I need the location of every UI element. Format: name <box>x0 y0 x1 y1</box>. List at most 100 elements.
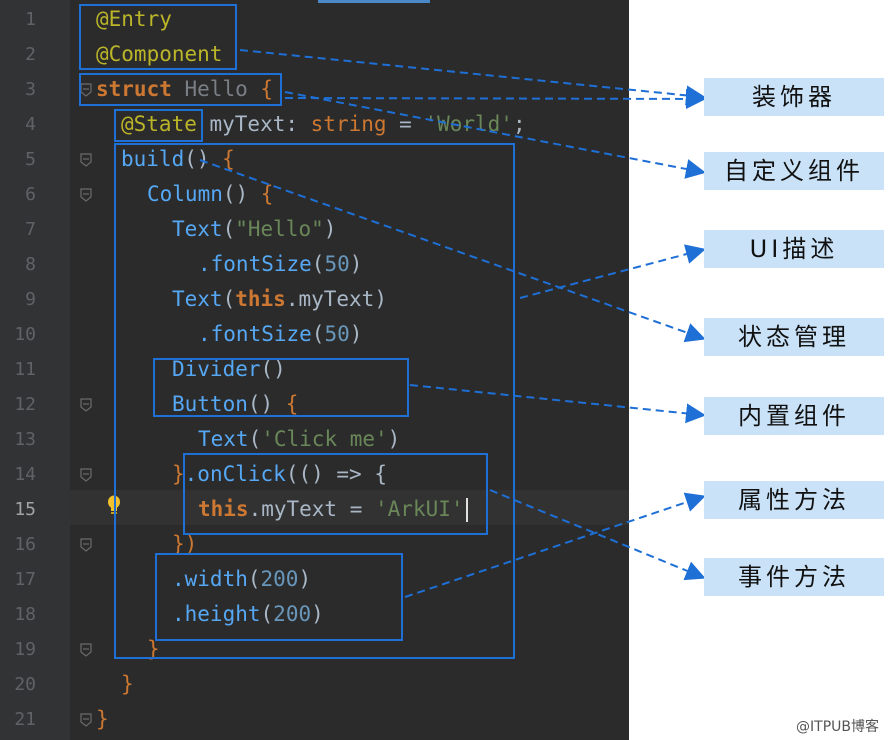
code-token: ( <box>222 287 236 311</box>
arrow-component-to-decorator <box>239 49 706 106</box>
code-token: { <box>247 77 274 101</box>
code-token: 200 <box>273 602 312 626</box>
arrow-state-management <box>199 159 706 343</box>
code-token: 'Click me' <box>261 427 388 451</box>
code-token: 'ArkUI' <box>375 497 464 521</box>
code-token: { <box>273 392 299 416</box>
code-line[interactable]: Button() { <box>172 387 298 422</box>
code-line[interactable]: Text('Click me') <box>198 422 400 457</box>
label-attribute-method: 属性方法 <box>704 481 884 519</box>
code-token: ( <box>260 602 274 626</box>
code-token: .myText = <box>248 497 376 521</box>
code-line[interactable]: Text("Hello") <box>172 212 336 247</box>
line-number: 10 <box>14 324 36 345</box>
code-token: } <box>147 637 160 661</box>
code-token: .width <box>172 567 248 591</box>
code-line[interactable]: @Entry <box>96 2 172 37</box>
code-line[interactable]: }.onClick(() => { <box>172 457 387 492</box>
code-line[interactable]: @Component <box>96 37 222 72</box>
code-line[interactable]: Column() { <box>147 177 273 212</box>
code-line[interactable]: struct Hello { <box>96 72 273 107</box>
code-token: (() => { <box>285 462 387 486</box>
code-token: () <box>260 357 286 381</box>
code-line[interactable]: .width(200) <box>172 562 311 597</box>
arrow-builtin-component <box>409 384 706 424</box>
line-number: 20 <box>14 674 36 695</box>
code-line[interactable]: .fontSize(50) <box>198 317 362 352</box>
code-token: () <box>184 147 210 171</box>
line-number: 6 <box>25 184 36 205</box>
code-token: Text <box>172 287 223 311</box>
build-ui-box <box>114 143 515 659</box>
code-token: ( <box>222 217 236 241</box>
fold-marker-icon[interactable] <box>79 642 93 657</box>
code-token: myText: <box>196 112 311 136</box>
code-line[interactable]: @State myText: string = 'World'; <box>121 107 526 142</box>
scroll-indicator <box>318 0 430 3</box>
code-token: .myText) <box>285 287 387 311</box>
code-token: } <box>121 672 134 696</box>
code-token: ( <box>248 427 262 451</box>
line-number: 2 <box>25 44 36 65</box>
fold-marker-icon[interactable] <box>79 467 93 482</box>
code-token: ) <box>387 427 401 451</box>
code-token: @Component <box>96 42 223 66</box>
decorator-box-entry-component <box>79 4 237 70</box>
code-token: struct <box>96 77 172 101</box>
fold-marker-icon[interactable] <box>79 712 93 727</box>
line-number: 3 <box>25 79 36 100</box>
code-token: () <box>222 182 249 206</box>
code-line[interactable]: this.myText = 'ArkUI' <box>198 492 468 527</box>
arrow-ui-description <box>519 244 706 299</box>
code-token: ( <box>311 322 325 346</box>
code-token: ) <box>298 567 312 591</box>
code-line[interactable]: } <box>147 632 160 667</box>
attribute-method-box <box>155 553 403 641</box>
code-token: ( <box>247 567 261 591</box>
code-token: .fontSize <box>198 252 312 276</box>
watermark: @ITPUB博客 <box>796 719 879 735</box>
fold-marker-icon[interactable] <box>79 537 93 552</box>
code-line[interactable]: }) <box>172 527 197 562</box>
builtin-component-box <box>153 358 409 417</box>
label-ui-description: UI描述 <box>704 230 884 268</box>
fold-marker-icon[interactable] <box>79 397 93 412</box>
code-line[interactable]: .fontSize(50) <box>198 247 362 282</box>
code-line[interactable]: } <box>96 702 109 737</box>
line-number: 8 <box>25 254 36 275</box>
code-line[interactable]: Text(this.myText) <box>172 282 387 317</box>
code-token: Divider <box>172 357 261 381</box>
code-token: Text <box>198 427 249 451</box>
code-token: ) <box>311 602 324 626</box>
code-token: ) <box>349 252 363 276</box>
line-number: 18 <box>14 604 36 625</box>
code-token: ) <box>349 322 363 346</box>
text-cursor <box>465 498 468 522</box>
line-number: 11 <box>14 359 36 380</box>
code-token: }) <box>172 532 198 556</box>
code-line[interactable]: Divider() <box>172 352 286 387</box>
code-line[interactable]: .height(200) <box>172 597 324 632</box>
code-token: this <box>198 497 249 521</box>
line-number: 1 <box>25 9 36 30</box>
event-method-box <box>183 453 488 535</box>
fold-marker-icon[interactable] <box>79 82 93 97</box>
line-number: 9 <box>25 289 36 310</box>
arrow-state-to-decorator <box>284 88 706 109</box>
current-line-highlight <box>70 490 629 525</box>
label-event-method: 事件方法 <box>704 558 884 596</box>
code-token: () <box>247 392 274 416</box>
code-token: .onClick <box>184 462 286 486</box>
code-line[interactable]: } <box>121 667 134 702</box>
label-custom-component: 自定义组件 <box>704 152 884 190</box>
code-token: this <box>235 287 286 311</box>
fold-marker-icon[interactable] <box>79 187 93 202</box>
line-number: 17 <box>14 569 36 590</box>
code-line[interactable]: build() { <box>121 142 235 177</box>
line-number: 16 <box>14 534 36 555</box>
code-token: @Entry <box>96 7 172 31</box>
fold-marker-icon[interactable] <box>79 152 93 167</box>
code-token: @State <box>121 112 197 136</box>
